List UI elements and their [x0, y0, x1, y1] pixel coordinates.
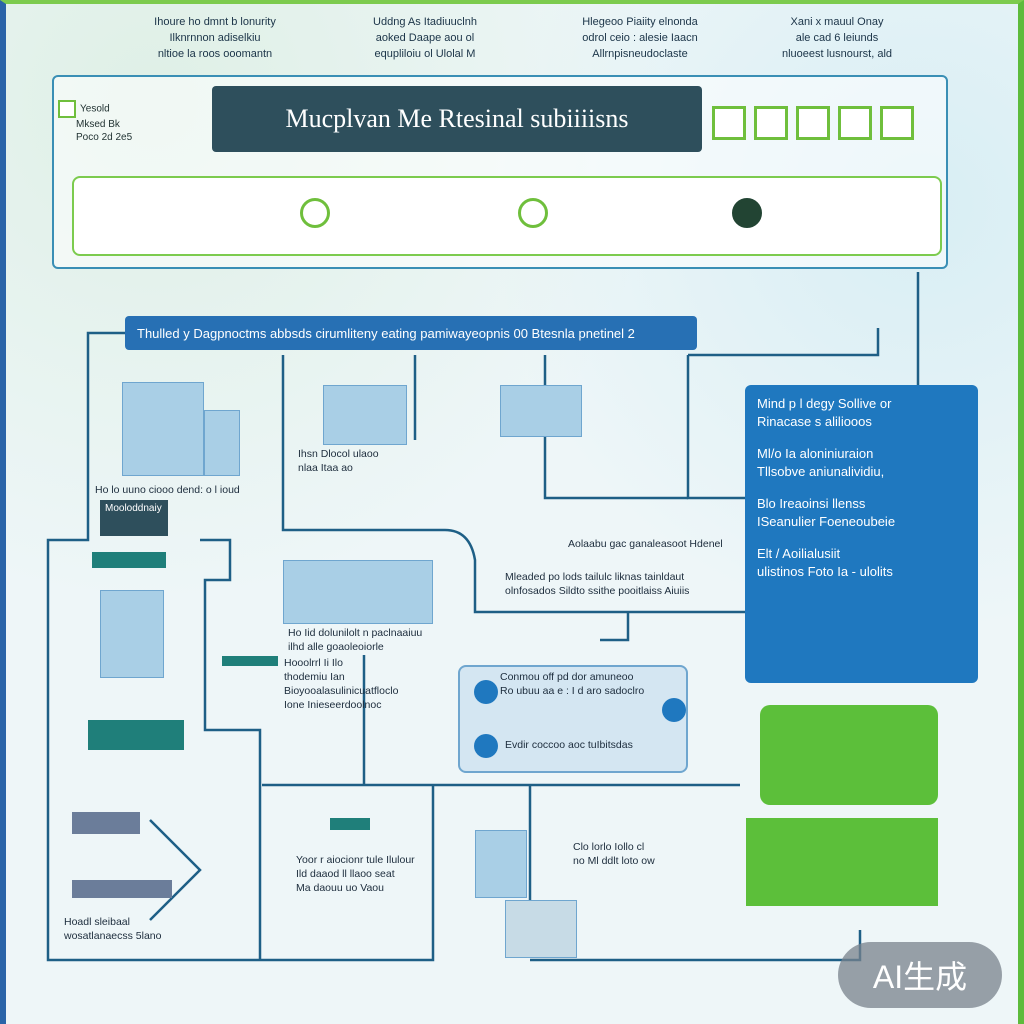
legend-item: Yesold — [58, 100, 168, 118]
process-steps — [72, 176, 942, 256]
ai-generated-badge: AI生成 — [838, 942, 1002, 1008]
legend-item: Mksed Bk — [76, 118, 168, 131]
legend-label: Yesold — [80, 103, 110, 115]
label-h: Conmou off pd dor amuneoo Ro ubuu aa e :… — [500, 671, 645, 697]
label-j: Yoor r aiocionr tule Ilulour Ild daaod l… — [296, 854, 415, 894]
device-illustration — [500, 385, 582, 437]
building-illustration — [122, 382, 204, 476]
process-node — [458, 665, 688, 773]
label-c: Ihsn Dlocol ulaoo nlaa Itaa ao — [298, 448, 379, 474]
legend-swatch — [58, 100, 76, 118]
building-illustration — [204, 410, 240, 476]
diagram-title: Mucplvan Me Rtesinal subiiiisns — [212, 86, 702, 152]
side-panel-item: Elt / Aoilialusiit ulistinos Foto Ia - u… — [757, 546, 893, 579]
legend-label: Mksed Bk — [76, 119, 120, 130]
label-g: Hooolrrl Ii Ilo thodemiu Ian Bioyooalasu… — [284, 657, 399, 711]
grey-block — [72, 812, 140, 834]
label-i: Evdir coccoo aoc tuIbitsdas — [505, 739, 633, 751]
teal-tag — [222, 656, 278, 666]
legend-label: Poco 2d 2e5 — [76, 132, 133, 143]
step-check-icon — [300, 198, 330, 228]
side-panel-item: Ml/o Ia aloniniuraion Tllsobve aniunaliv… — [757, 446, 885, 479]
building-illustration — [475, 830, 527, 898]
map-icon — [880, 106, 914, 140]
tag-b: Mooloddnaiy — [100, 500, 168, 536]
image-icon — [754, 106, 788, 140]
legend-item: Poco 2d 2e5 — [76, 131, 168, 144]
label-k: Hoadl sleibaal wosatlanaecss 5lano — [64, 916, 162, 942]
step-2: Uddng As Itadiuuclnh aoked Daape aou ol … — [373, 16, 477, 60]
device-icon — [796, 106, 830, 140]
teal-block — [88, 720, 184, 750]
grid-icon — [838, 106, 872, 140]
node-bubble-icon — [474, 734, 498, 758]
step-check-icon — [518, 198, 548, 228]
teal-tag — [330, 818, 370, 830]
screen-icon — [712, 106, 746, 140]
document-illustration — [100, 590, 164, 678]
teal-tag — [92, 552, 166, 568]
label-d: Ho Iid dolunilolt n paclnaaiuu ilhd alle… — [288, 627, 423, 653]
legend: Yesold Mksed Bk Poco 2d 2e5 — [58, 100, 168, 144]
landscape-illustration — [746, 818, 938, 906]
facility-illustration — [283, 560, 433, 624]
side-panel: Mind p l degy Sollive or Rinacase s alil… — [745, 385, 978, 683]
label-l: Clo lorlo Iollo cl no Ml ddlt loto ow — [573, 841, 655, 867]
step-4: Xani x mauul Onay ale cad 6 leiunds nluo… — [781, 16, 893, 60]
step-3: Hlegeoo Piaiity elnonda odrol ceio : ale… — [582, 16, 698, 60]
step-target-icon — [732, 198, 762, 228]
side-panel-item: Mind p l degy Sollive or Rinacase s alil… — [757, 396, 892, 429]
step-1: Ihoure ho dmnt b lonurity Ilknrnnon adis… — [154, 16, 276, 60]
node-bubble-icon — [662, 698, 686, 722]
header-icons — [712, 106, 914, 140]
label-a: Ho lo uuno ciooo dend: o l ioud — [95, 484, 240, 496]
label-e: Aolaabu gac ganaleasoot Hdenel — [568, 538, 723, 550]
label-f: Mleaded po lods tailulc liknas tainldaut… — [505, 571, 690, 597]
flow-banner: Thulled y Dagpnoctms abbsds cirumliteny … — [125, 316, 697, 350]
base-illustration — [505, 900, 577, 958]
node-bubble-icon — [474, 680, 498, 704]
landscape-illustration — [760, 705, 938, 805]
device-illustration — [323, 385, 407, 445]
grey-block — [72, 880, 172, 898]
side-panel-item: Blo Ireaoinsi llenss ISeanulier Foeneoub… — [757, 496, 896, 529]
